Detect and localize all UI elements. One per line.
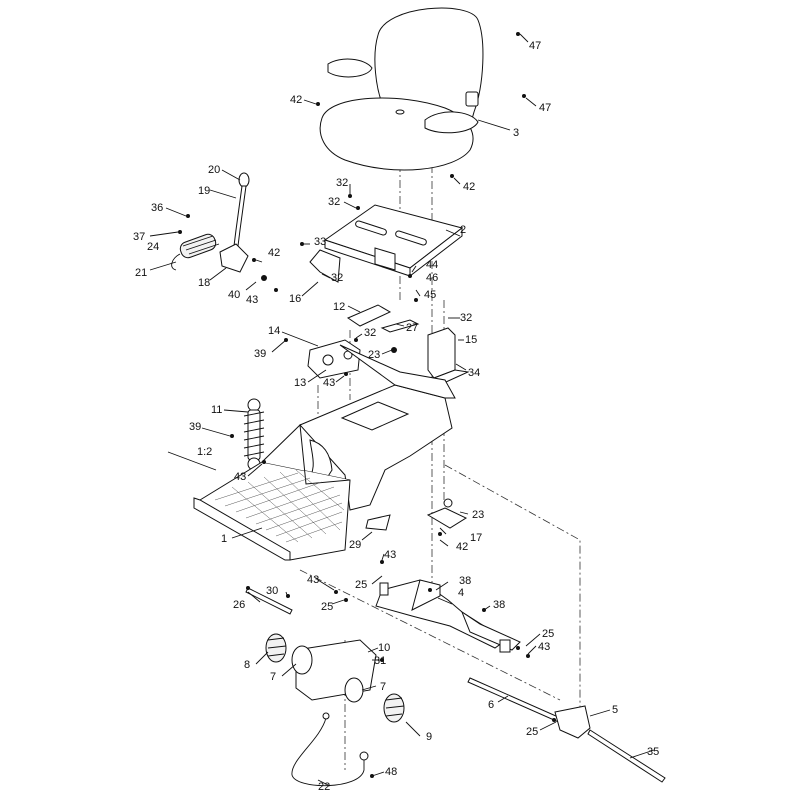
control-arm-4 [375, 579, 521, 653]
callout-2: 2 [460, 224, 466, 236]
callout-32: 32 [336, 177, 348, 189]
callout-17: 17 [470, 532, 482, 544]
callout-16: 16 [289, 293, 301, 305]
rods [245, 587, 666, 783]
callout-32: 32 [460, 312, 472, 324]
seat-assembly [319, 7, 484, 171]
callout-19: 19 [198, 185, 210, 197]
callout-27: 27 [406, 322, 418, 334]
callout-21: 21 [135, 267, 147, 279]
cable-22 [291, 712, 369, 787]
callout-8: 8 [244, 659, 250, 671]
callout-22: 22 [318, 781, 330, 793]
spring-8 [265, 633, 287, 663]
callout-36: 36 [151, 202, 163, 214]
callout-4: 4 [458, 587, 464, 599]
callout-44: 44 [426, 259, 438, 271]
spring-9 [383, 693, 405, 723]
callout-10: 10 [378, 642, 390, 654]
callout-42: 42 [290, 94, 302, 106]
callout-23: 23 [368, 349, 380, 361]
callout-35: 35 [647, 746, 659, 758]
seat-plate [309, 204, 464, 283]
callout-20: 20 [208, 164, 220, 176]
callout-6: 6 [488, 699, 494, 711]
callout-1: 1 [221, 533, 227, 545]
callout-40: 40 [228, 289, 240, 301]
callout-25: 25 [526, 726, 538, 738]
callout-34: 34 [468, 367, 480, 379]
tread-pattern [214, 469, 345, 543]
callout-37: 37 [133, 231, 145, 243]
callout-43: 43 [234, 471, 246, 483]
bracket-15 [427, 327, 470, 383]
callout-42: 42 [268, 247, 280, 259]
callout-23: 23 [472, 509, 484, 521]
callout-11: 11 [211, 404, 222, 416]
callout-31: 31 [374, 655, 386, 667]
callout-42: 42 [463, 181, 475, 193]
callout-43: 43 [307, 574, 319, 586]
callout-42: 42 [456, 541, 468, 553]
callout-14: 14 [268, 325, 280, 337]
pivot-bracket-14 [307, 339, 361, 379]
damper-bracket-12 [346, 304, 420, 333]
callout-33: 33 [314, 236, 326, 248]
callout-39: 39 [254, 348, 266, 360]
callout-24: 24 [147, 241, 159, 253]
hardware [178, 32, 556, 778]
spring-21 [171, 233, 220, 271]
callout-labels: 47 42 47 3 42 20 19 32 32 36 2 37 24 33 … [133, 40, 659, 793]
callout-48: 48 [385, 766, 397, 778]
callout-scale: 1:2 [197, 446, 212, 458]
callout-46: 46 [426, 272, 438, 284]
callout-18: 18 [198, 277, 210, 289]
callout-30: 30 [266, 585, 278, 597]
callout-12: 12 [333, 301, 345, 313]
callout-29: 29 [349, 539, 361, 551]
callout-9: 9 [426, 731, 432, 743]
callout-47: 47 [539, 102, 551, 114]
callout-38: 38 [493, 599, 505, 611]
callout-25: 25 [542, 628, 554, 640]
callout-39: 39 [189, 421, 201, 433]
callout-43: 43 [323, 377, 335, 389]
floor-pan-1 [193, 344, 456, 561]
callout-26: 26 [233, 599, 245, 611]
callout-15: 15 [465, 334, 477, 346]
callout-5: 5 [612, 704, 618, 716]
callout-7: 7 [270, 671, 276, 683]
callout-25: 25 [321, 601, 333, 613]
seat-lever-assembly [171, 172, 250, 273]
bracket-17 [426, 498, 468, 529]
callout-43: 43 [538, 641, 550, 653]
callout-47: 47 [529, 40, 541, 52]
shock-absorber-11 [243, 398, 265, 471]
callout-7: 7 [380, 681, 386, 693]
callout-43: 43 [246, 294, 258, 306]
callout-32: 32 [328, 196, 340, 208]
callout-25: 25 [355, 579, 367, 591]
callout-43: 43 [384, 549, 396, 561]
callout-13: 13 [294, 377, 306, 389]
callout-38: 38 [459, 575, 471, 587]
leader-lines [149, 33, 655, 787]
torsion-assembly [265, 633, 405, 723]
callout-45: 45 [424, 289, 436, 301]
callout-3: 3 [513, 127, 519, 139]
callout-32: 32 [331, 272, 343, 284]
callout-32: 32 [364, 327, 376, 339]
